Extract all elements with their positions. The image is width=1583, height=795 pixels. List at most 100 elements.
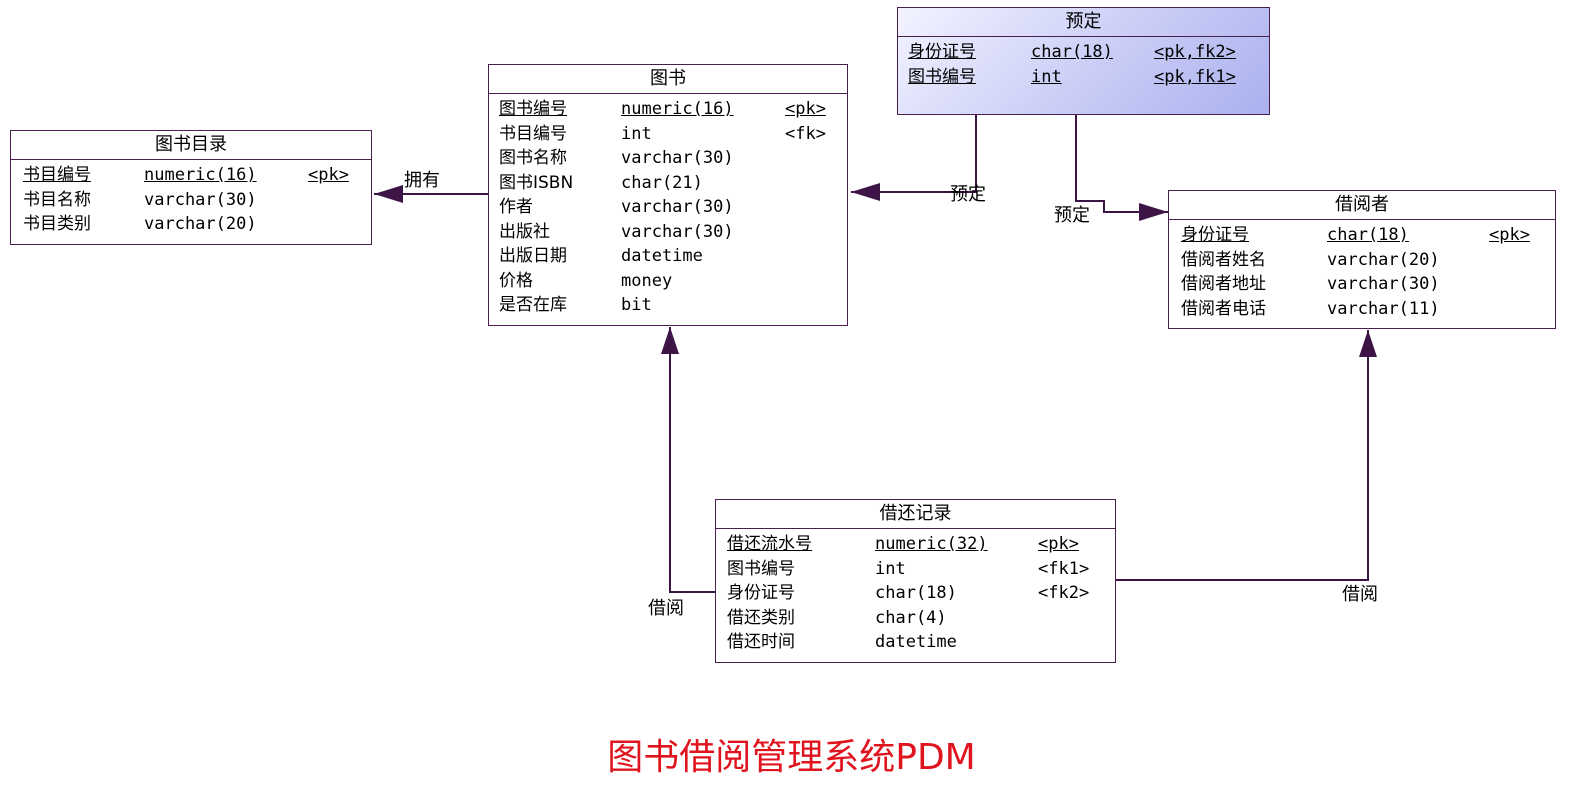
column-row: 图书编号 int <pk,fk1> [898, 65, 1269, 90]
column-type: varchar(11) [1327, 298, 1440, 319]
column-key: <pk> [308, 165, 349, 185]
column-row: 借阅者姓名 varchar(20) [1169, 248, 1555, 273]
column-type: numeric(16) [144, 165, 257, 185]
column-name: 书目类别 [23, 214, 91, 234]
column-name: 是否在库 [499, 295, 567, 315]
diagram-caption: 图书借阅管理系统PDM [607, 737, 976, 778]
table-book[interactable]: 图书 图书编号 numeric(16) <pk> 书目编号 int <fk> 图… [488, 64, 848, 326]
column-name: 借阅者姓名 [1181, 249, 1266, 270]
rel-line-loan-borrower [1116, 330, 1369, 581]
column-type: bit [621, 295, 652, 315]
column-name: 图书编号 [727, 558, 795, 579]
column-type: numeric(16) [621, 99, 734, 119]
column-type: char(18) [1327, 225, 1409, 245]
table-reservation[interactable]: 预定 身份证号 char(18) <pk,fk2> 图书编号 int <pk,f… [897, 7, 1270, 115]
column-row: 价格 money [489, 269, 847, 294]
column-row: 出版日期 datetime [489, 244, 847, 269]
column-type: char(18) [1031, 42, 1113, 62]
column-name: 图书ISBN [499, 172, 574, 193]
column-key: <fk1> [1038, 558, 1090, 579]
column-row: 图书ISBN char(21) [489, 171, 847, 196]
column-row: 借还流水号 numeric(32) <pk> [716, 532, 1115, 557]
rel-line-reserve-borrower [1075, 115, 1168, 213]
table-title: 借阅者 [1169, 191, 1555, 220]
column-row: 是否在库 bit [489, 293, 847, 318]
column-name: 身份证号 [1181, 225, 1249, 245]
rel-line-reserve-book [851, 115, 977, 193]
arrowhead-book-loan [661, 327, 679, 354]
column-row: 书目类别 varchar(20) [11, 212, 371, 237]
column-name: 图书编号 [908, 66, 976, 87]
column-key: <pk,fk1> [1154, 66, 1236, 87]
column-row: 身份证号 char(18) <fk2> [716, 581, 1115, 606]
column-row: 出版社 varchar(30) [489, 220, 847, 245]
column-name: 借阅者电话 [1181, 298, 1266, 319]
column-key: <fk2> [1038, 583, 1090, 603]
column-name: 书目编号 [499, 123, 567, 144]
column-key: <fk> [785, 123, 826, 144]
rel-label-loan-borrower: 借阅 [1342, 584, 1378, 605]
column-key: <pk> [1038, 534, 1079, 554]
column-type: int [621, 123, 652, 144]
column-row: 作者 varchar(30) [489, 195, 847, 220]
rel-label-reserve-borrower: 预定 [1054, 205, 1090, 226]
column-type: numeric(32) [875, 534, 988, 554]
column-name: 借还流水号 [727, 534, 812, 554]
column-key: <pk,fk2> [1154, 42, 1236, 62]
column-type: money [621, 270, 673, 291]
column-key: <pk> [1489, 225, 1530, 245]
table-borrower[interactable]: 借阅者 身份证号 char(18) <pk> 借阅者姓名 varchar(20)… [1168, 190, 1556, 329]
column-row: 借阅者电话 varchar(11) [1169, 297, 1555, 322]
arrowhead-borrower-reserve [1139, 203, 1168, 221]
column-type: varchar(30) [621, 221, 734, 242]
column-type: int [875, 558, 906, 579]
column-type: varchar(20) [1327, 249, 1440, 270]
column-row: 书目编号 int <fk> [489, 122, 847, 147]
column-name: 出版日期 [499, 246, 567, 266]
rel-label-has: 拥有 [404, 170, 440, 191]
column-row: 图书编号 numeric(16) <pk> [489, 97, 847, 122]
column-name: 身份证号 [908, 42, 976, 62]
column-name: 借还时间 [727, 632, 795, 652]
column-type: char(18) [875, 583, 957, 603]
column-row: 书目编号 numeric(16) <pk> [11, 163, 371, 188]
table-title: 借还记录 [716, 500, 1115, 529]
column-name: 借还类别 [727, 607, 795, 628]
column-name: 书目编号 [23, 165, 91, 185]
table-title: 图书目录 [11, 131, 371, 160]
column-name: 出版社 [499, 221, 550, 242]
column-key: <pk> [785, 99, 826, 119]
column-type: varchar(20) [144, 214, 257, 234]
rel-label-reserve-book: 预定 [950, 184, 986, 205]
table-loan-record[interactable]: 借还记录 借还流水号 numeric(32) <pk> 图书编号 int <fk… [715, 499, 1116, 663]
column-name: 作者 [499, 197, 533, 217]
column-type: varchar(30) [621, 148, 734, 168]
arrowhead-catalog [374, 185, 403, 203]
column-name: 图书名称 [499, 148, 567, 168]
column-name: 图书编号 [499, 99, 567, 119]
table-book-catalog[interactable]: 图书目录 书目编号 numeric(16) <pk> 书目名称 varchar(… [10, 130, 372, 245]
column-type: varchar(30) [1327, 274, 1440, 294]
table-title: 预定 [898, 8, 1269, 37]
column-row: 图书编号 int <fk1> [716, 557, 1115, 582]
column-type: int [1031, 66, 1062, 87]
column-row: 书目名称 varchar(30) [11, 188, 371, 213]
column-type: char(4) [875, 607, 947, 628]
column-row: 图书名称 varchar(30) [489, 146, 847, 171]
column-name: 书目名称 [23, 189, 91, 210]
column-type: char(21) [621, 172, 703, 193]
column-type: datetime [875, 632, 957, 652]
column-type: varchar(30) [621, 197, 734, 217]
column-name: 价格 [499, 270, 533, 291]
table-title: 图书 [489, 65, 847, 94]
column-row: 借还类别 char(4) [716, 606, 1115, 631]
rel-line-loan-book [669, 327, 716, 593]
column-type: varchar(30) [144, 189, 257, 210]
column-row: 身份证号 char(18) <pk,fk2> [898, 40, 1269, 65]
column-type: datetime [621, 246, 703, 266]
column-name: 身份证号 [727, 583, 795, 603]
arrowhead-book-reserve [851, 183, 880, 201]
column-row: 借还时间 datetime [716, 630, 1115, 655]
arrowhead-borrower-loan [1359, 330, 1377, 357]
